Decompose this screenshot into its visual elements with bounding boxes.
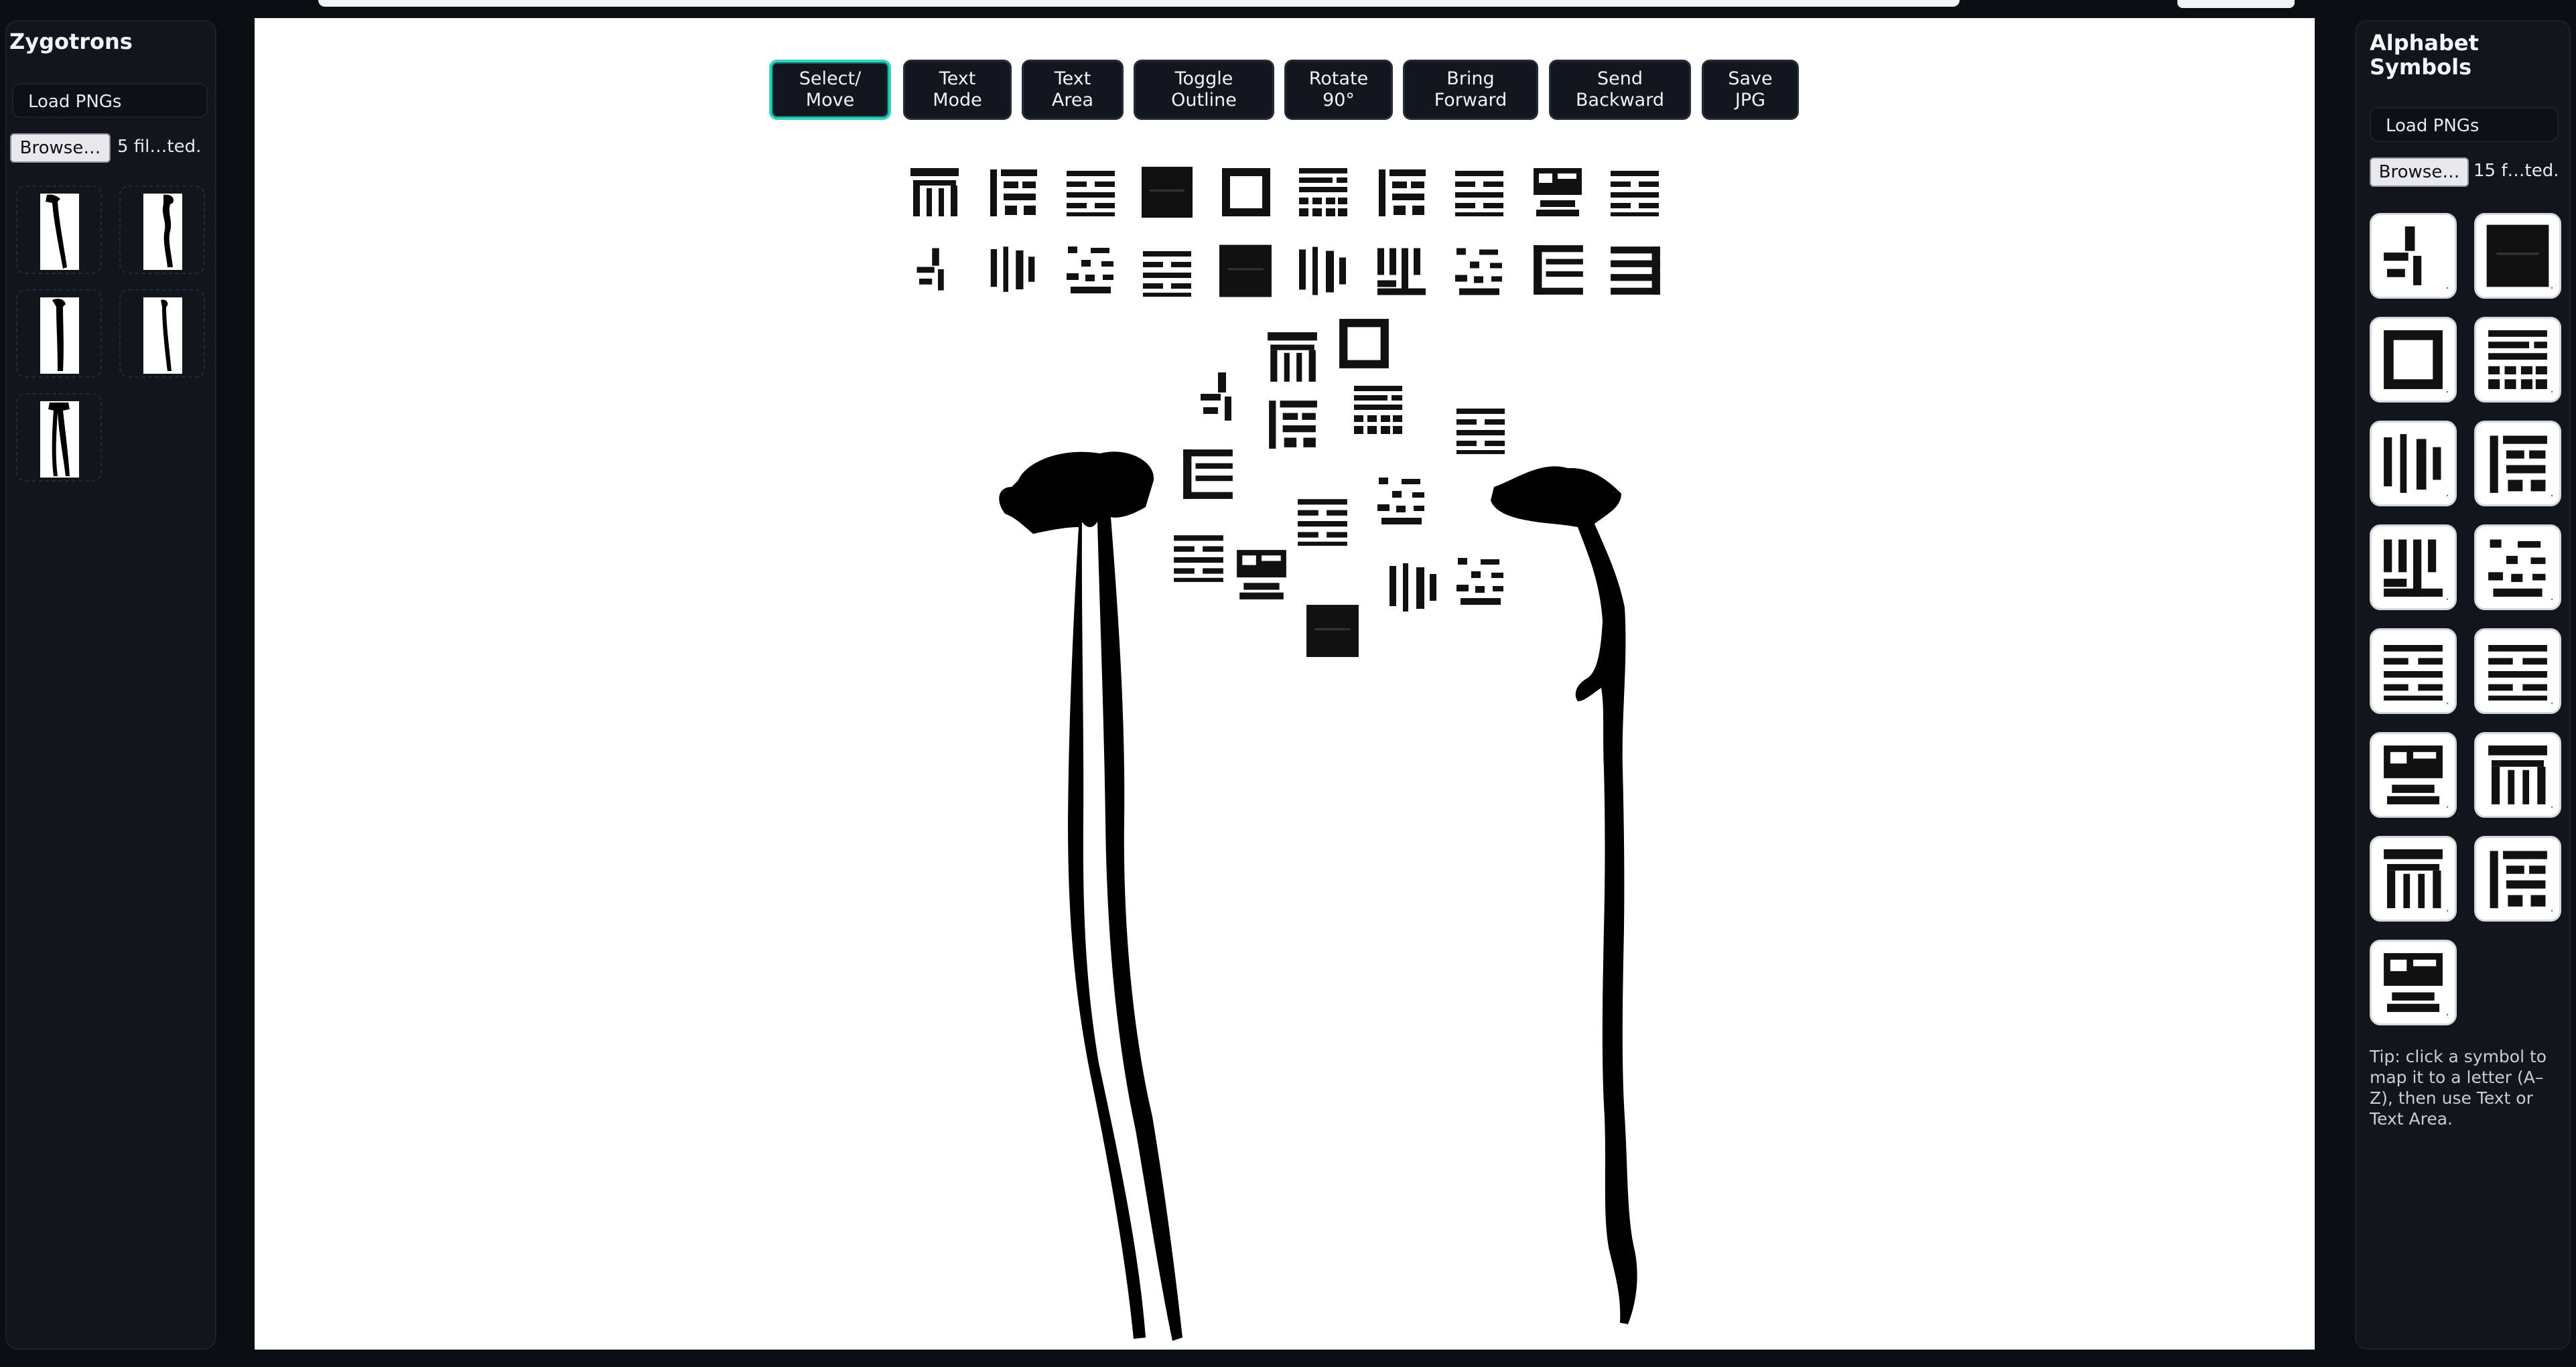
symbol-glyph	[2490, 435, 2547, 493]
symbol-glyph	[2384, 644, 2443, 701]
alphabet-symbol-thumbnail[interactable]: ·	[2370, 940, 2457, 1025]
file-status: 5 fil…ted.	[117, 137, 202, 157]
letter-badge: ·	[2445, 593, 2449, 607]
toggle-outline-button[interactable]: Toggle Outline	[1134, 60, 1274, 120]
alphabet-symbols-panel: Alphabet Symbols Load PNGs Browse… 15 f……	[2355, 20, 2571, 1350]
letter-badge: ·	[2550, 800, 2554, 814]
alphabet-symbol-thumbnail[interactable]: ·	[2370, 213, 2457, 299]
alphabet-symbol-thumbnail[interactable]: ·	[2370, 732, 2457, 818]
load-pngs-label: Load PNGs	[2370, 107, 2559, 142]
send-backward-button[interactable]: Send Backward	[1549, 60, 1691, 120]
panel-title: Zygotrons	[9, 29, 133, 54]
zygotron-thumbnail[interactable]	[16, 186, 102, 274]
alphabet-symbol-thumbnail[interactable]: ·	[2370, 524, 2457, 610]
alphabet-symbol-thumbnail[interactable]: ·	[2474, 836, 2561, 922]
letter-badge: ·	[2550, 593, 2554, 607]
browser-top-strip	[0, 0, 2576, 16]
symbol-glyph	[2488, 330, 2547, 389]
canvas-drawing	[910, 167, 1660, 1341]
symbol-glyph	[2384, 434, 2441, 493]
load-pngs-label: Load PNGs	[12, 83, 208, 118]
symbol-glyph	[2384, 953, 2443, 1012]
zygotron-figure	[999, 451, 1637, 1341]
alphabet-symbol-thumbnail[interactable]: ·	[2474, 421, 2561, 506]
symbol-row-2	[917, 244, 1660, 297]
symbol-glyph	[2384, 849, 2443, 908]
text-area-button[interactable]: Text Area	[1022, 60, 1124, 120]
letter-badge: ·	[2550, 489, 2554, 503]
toolbar: Select/ Move Text Mode Text Area Toggle …	[255, 60, 2315, 123]
symbol-glyph	[2488, 745, 2547, 804]
symbol-glyph	[2486, 224, 2549, 287]
symbol-row-1	[910, 167, 1659, 218]
alphabet-symbol-thumbnail[interactable]: ·	[2474, 213, 2561, 299]
letter-badge: ·	[2445, 385, 2449, 399]
alphabet-symbol-thumbnail[interactable]: ·	[2474, 732, 2561, 818]
symbol-glyph	[2490, 851, 2547, 908]
alphabet-symbol-thumbnail[interactable]: ·	[2474, 524, 2561, 610]
letter-badge: ·	[2550, 697, 2554, 711]
tip-text: Tip: click a symbol to map it to a lette…	[2370, 1047, 2547, 1129]
letter-badge: ·	[2550, 904, 2554, 918]
zygotron-thumbnail[interactable]	[119, 289, 205, 378]
letter-badge: ·	[2445, 904, 2449, 918]
file-status: 15 f…ted.	[2473, 161, 2559, 181]
symbol-glyph	[2488, 644, 2547, 701]
symbol-glyph	[2384, 539, 2443, 597]
letter-badge: ·	[2550, 281, 2554, 295]
bring-forward-button[interactable]: Bring Forward	[1403, 60, 1538, 120]
browse-button[interactable]: Browse…	[2370, 157, 2469, 187]
zygotron-thumbnail[interactable]	[16, 393, 102, 482]
letter-badge: ·	[2550, 385, 2554, 399]
browser-button[interactable]	[2177, 0, 2295, 8]
save-jpg-button[interactable]: Save JPG	[1702, 60, 1799, 120]
letter-badge: ·	[2445, 281, 2449, 295]
text-mode-button[interactable]: Text Mode	[903, 60, 1012, 120]
browse-button[interactable]: Browse…	[10, 133, 111, 163]
alphabet-symbol-thumbnail[interactable]: ·	[2370, 421, 2457, 506]
symbol-cluster	[1174, 319, 1505, 657]
zygotron-thumbnail[interactable]	[16, 289, 102, 378]
symbol-glyph	[2384, 330, 2443, 389]
alphabet-symbol-thumbnail[interactable]: ·	[2370, 628, 2457, 714]
address-bar[interactable]	[318, 0, 1960, 7]
symbol-glyph	[2488, 539, 2546, 597]
zygotrons-panel: Zygotrons Load PNGs Browse… 5 fil…ted.	[5, 20, 216, 1350]
symbol-glyph	[2384, 226, 2422, 285]
zygotron-thumbnail[interactable]	[119, 186, 205, 274]
alphabet-symbol-thumbnail[interactable]: ·	[2370, 836, 2457, 922]
letter-badge: ·	[2445, 489, 2449, 503]
rotate-90-button[interactable]: Rotate 90°	[1284, 60, 1393, 120]
letter-badge: ·	[2445, 800, 2449, 814]
letter-badge: ·	[2445, 697, 2449, 711]
alphabet-symbol-thumbnail[interactable]: ·	[2370, 317, 2457, 403]
alphabet-symbol-thumbnail[interactable]: ·	[2474, 317, 2561, 403]
select-move-button[interactable]: Select/ Move	[769, 60, 891, 120]
panel-title: Alphabet Symbols	[2370, 30, 2479, 80]
letter-badge: ·	[2445, 1008, 2449, 1022]
drawing-canvas[interactable]: Select/ Move Text Mode Text Area Toggle …	[255, 18, 2315, 1350]
alphabet-symbol-thumbnail[interactable]: ·	[2474, 628, 2561, 714]
symbol-glyph	[2384, 745, 2443, 804]
